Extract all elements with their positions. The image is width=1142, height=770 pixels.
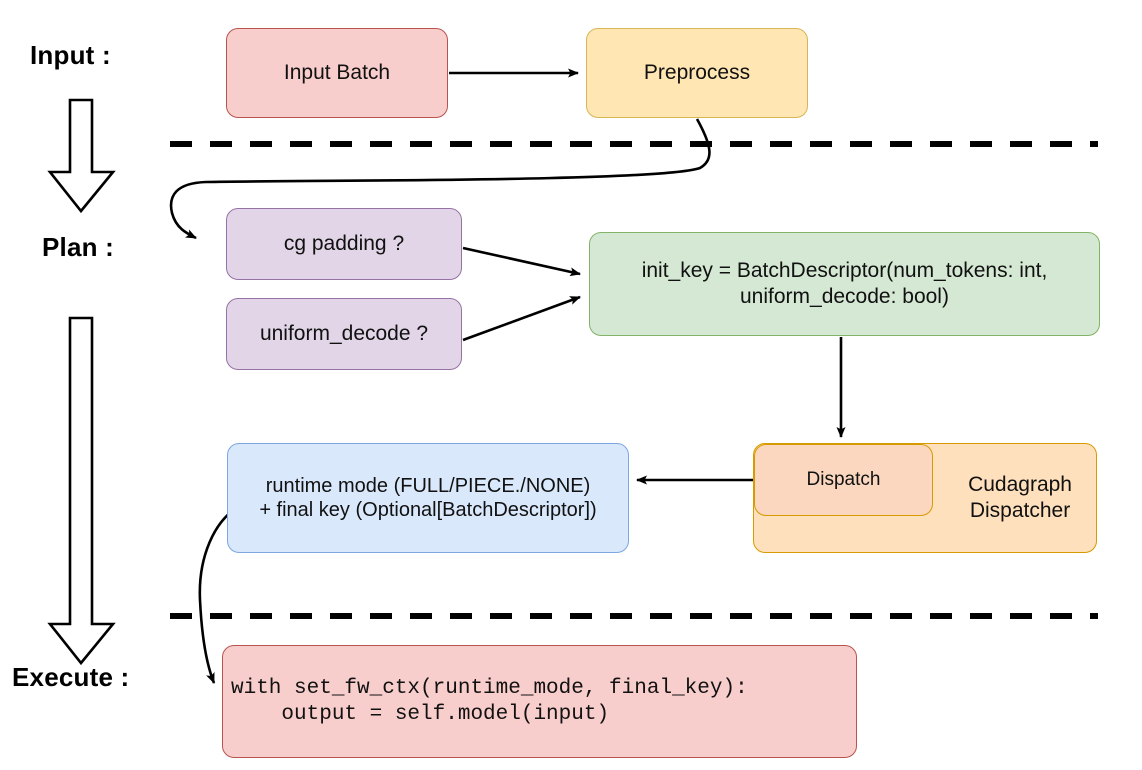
- stage-label-execute: Execute :: [12, 662, 130, 692]
- node-uniform-decode[interactable]: uniform_decode ?: [226, 298, 462, 370]
- node-init-key[interactable]: init_key = BatchDescriptor(num_tokens: i…: [589, 232, 1100, 336]
- stage-arrow-plan-to-execute: [47, 316, 116, 666]
- node-dispatch-label: Dispatch: [806, 469, 881, 491]
- node-cudagraph-dispatcher-label: Cudagraph Dispatcher: [968, 473, 1072, 522]
- node-input-batch-label: Input Batch: [283, 61, 391, 85]
- node-preprocess-label: Preprocess: [643, 61, 751, 85]
- node-cg-padding[interactable]: cg padding ?: [226, 208, 462, 280]
- node-dispatch[interactable]: Dispatch: [754, 444, 933, 516]
- arrow-uniform-decode-to-init-key: [462, 295, 581, 342]
- node-cg-padding-label: cg padding ?: [283, 232, 405, 256]
- node-execute-code[interactable]: with set_fw_ctx(runtime_mode, final_key)…: [222, 645, 857, 758]
- stage-arrow-input-to-plan: [47, 98, 116, 214]
- arrow-cg-padding-to-init-key: [462, 246, 581, 277]
- stage-label-plan: Plan :: [42, 232, 114, 262]
- stage-label-input: Input :: [30, 40, 111, 70]
- node-input-batch[interactable]: Input Batch: [226, 28, 448, 118]
- node-init-key-label: init_key = BatchDescriptor(num_tokens: i…: [641, 259, 1048, 308]
- node-runtime-mode-label: runtime mode (FULL/PIECE./NONE) + final …: [259, 474, 597, 521]
- node-preprocess[interactable]: Preprocess: [586, 28, 808, 118]
- node-execute-code-label: with set_fw_ctx(runtime_mode, final_key)…: [231, 676, 748, 726]
- node-runtime-mode[interactable]: runtime mode (FULL/PIECE./NONE) + final …: [227, 443, 629, 553]
- node-uniform-decode-label: uniform_decode ?: [259, 322, 429, 346]
